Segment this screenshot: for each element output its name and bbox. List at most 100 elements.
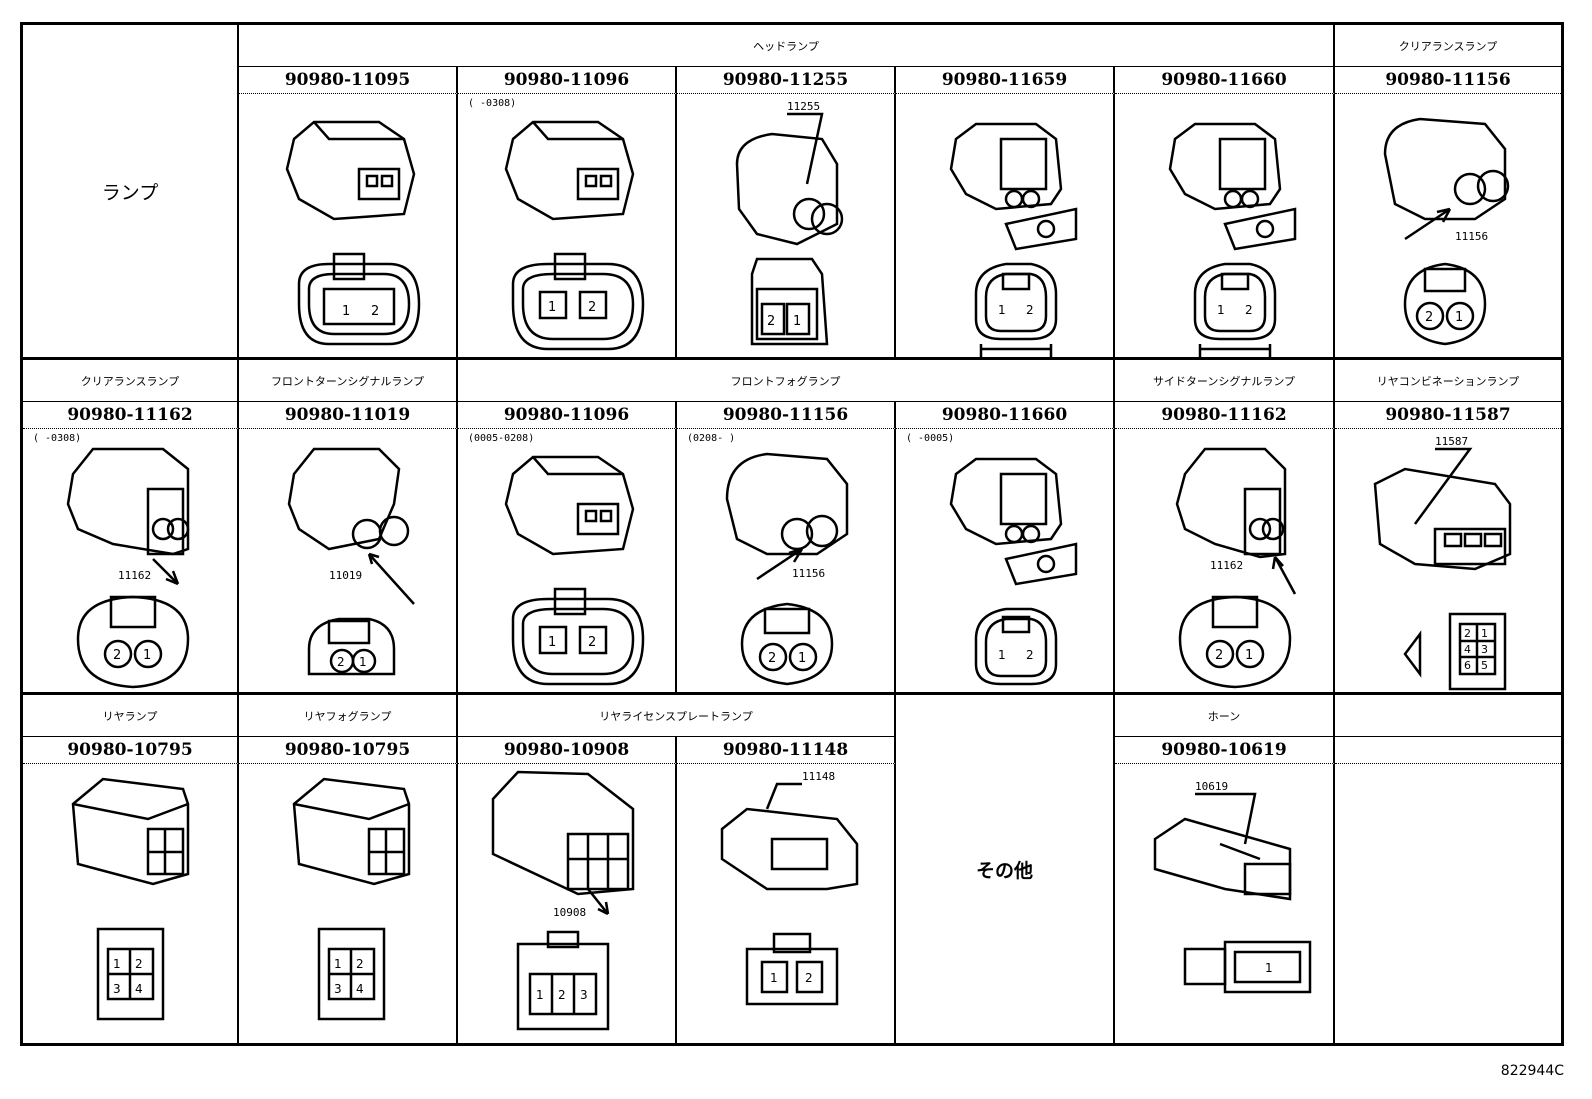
connector-icon: 2 1 [287, 447, 415, 676]
part-number: 90980-11255 [677, 67, 896, 94]
pin-number: 1 [548, 635, 556, 650]
connector-drawing: (0005-0208) 1 2 [458, 429, 677, 695]
callout-label: 11587 [1435, 435, 1469, 448]
header-front-fog-lamp: フロントフォグランプ [458, 360, 1115, 402]
connector-icon: 1 2 [504, 455, 645, 686]
pin-number: 1 [359, 655, 367, 669]
header-clearance-lamp: クリアランスランプ [23, 360, 239, 402]
connector-drawing: 11156 2 1 [1335, 94, 1561, 360]
connector-icon: 2 1 [1383, 117, 1510, 346]
pin-number: 4 [1464, 643, 1471, 656]
connector-drawing: ( -0308) 1 2 [458, 94, 677, 360]
connector-drawing: 1 2 [896, 94, 1115, 360]
callout-label: 11156 [792, 567, 826, 580]
connector-drawing: 1 2 [1115, 94, 1335, 360]
pin-number: 4 [135, 982, 143, 996]
date-range-note: ( -0308) [33, 433, 82, 444]
header-rear-license-plate-lamp: リヤライセンスプレートランプ [458, 695, 896, 737]
header-rear-combination-lamp: リヤコンビネーションランプ [1335, 360, 1561, 402]
part-number: 90980-11096 [458, 67, 677, 94]
connector-icon: 2 1 4 3 6 5 [1373, 447, 1512, 691]
header-horn: ホーン [1115, 695, 1335, 737]
drawing-code: 822944C [1500, 1063, 1564, 1079]
part-number: 90980-10908 [458, 737, 677, 764]
date-range-note: (0005-0208) [468, 433, 535, 444]
pin-number: 1 [1455, 310, 1463, 325]
part-number: 90980-11660 [1115, 67, 1335, 94]
pin-number: 2 [767, 314, 775, 329]
header-front-turn-signal-lamp: フロントターンシグナルランプ [239, 360, 458, 402]
pin-number: 2 [371, 304, 379, 319]
pin-number: 1 [1245, 648, 1253, 663]
connector-icon: 1 2 [1168, 122, 1297, 360]
date-range-note: (0208- ) [687, 433, 736, 444]
part-number: 90980-10619 [1115, 737, 1335, 764]
connector-icon: 1 2 [949, 122, 1078, 360]
connector-icon: 1 2 [504, 120, 645, 351]
connector-icon: 1 2 3 4 [292, 777, 411, 1021]
pin-number: 1 [113, 957, 121, 971]
pin-number: 2 [356, 957, 364, 971]
connector-drawing: 1 2 3 4 [23, 764, 239, 1043]
callout-label: 11148 [802, 770, 836, 783]
pin-number: 5 [1481, 659, 1488, 672]
header-side-turn-signal-lamp: サイドターンシグナルランプ [1115, 360, 1335, 402]
empty-cell [1335, 695, 1561, 1043]
connector-drawing: 10619 1 [1115, 764, 1335, 1043]
part-number: 90980-11162 [23, 402, 239, 429]
connector-drawing: 10908 1 2 3 [458, 764, 677, 1043]
callout-label: 11019 [329, 569, 363, 582]
part-number: 90980-11096 [458, 402, 677, 429]
connector-drawing: 11162 2 1 [1115, 429, 1335, 695]
part-number: 90980-11095 [239, 67, 458, 94]
pin-number: 1 [793, 314, 801, 329]
header-headlamp: ヘッドランプ [239, 25, 1335, 67]
connector-drawing: 1 2 3 4 [239, 764, 458, 1043]
empty-part-number [1335, 737, 1561, 764]
part-number: 90980-11587 [1335, 402, 1561, 429]
pin-number: 3 [1481, 643, 1488, 656]
part-number: 90980-11659 [896, 67, 1115, 94]
part-number: 90980-11660 [896, 402, 1115, 429]
connector-icon: 1 2 [285, 120, 421, 346]
pin-number: 1 [798, 651, 806, 666]
pin-number: 3 [580, 988, 588, 1002]
connector-icon: 1 2 3 4 [71, 777, 190, 1021]
pin-number: 2 [1026, 648, 1034, 662]
part-number: 90980-10795 [23, 737, 239, 764]
empty-header [1335, 695, 1561, 737]
pin-number: 2 [588, 300, 596, 315]
callout-label: 11162 [118, 569, 152, 582]
other-cell: その他 [896, 695, 1115, 1043]
part-number: 90980-11156 [677, 402, 896, 429]
pin-number: 3 [113, 982, 121, 996]
callout-label: 10908 [553, 906, 587, 919]
pin-number: 2 [805, 971, 813, 985]
pin-number: 2 [558, 988, 566, 1002]
pin-number: 1 [998, 648, 1006, 662]
pin-number: 1 [770, 971, 778, 985]
pin-number: 2 [337, 655, 345, 669]
connector-drawing: ( -0005) 1 2 [896, 429, 1115, 695]
pin-number: 2 [1425, 310, 1433, 325]
part-number: 90980-11156 [1335, 67, 1561, 94]
pin-number: 2 [1215, 648, 1223, 663]
connector-table: ランプ ヘッドランプ クリアランスランプ 90980-11095 90980-1… [20, 22, 1564, 1046]
callout-label: 11162 [1210, 559, 1244, 572]
connector-icon: 1 2 [720, 782, 859, 1006]
pin-number: 2 [1026, 303, 1034, 317]
connector-icon: 1 2 3 [491, 770, 635, 1031]
pin-number: 3 [334, 982, 342, 996]
pin-number: 2 [1464, 627, 1471, 640]
header-rear-lamp: リヤランプ [23, 695, 239, 737]
part-number: 90980-11019 [239, 402, 458, 429]
connector-drawing: 11148 1 2 [677, 764, 896, 1043]
date-range-note: ( -0005) [906, 433, 955, 444]
pin-number: 1 [1481, 627, 1488, 640]
connector-icon: 2 1 [1175, 447, 1297, 689]
pin-number: 1 [998, 303, 1006, 317]
row-label-text: ランプ [101, 181, 159, 204]
callout-label: 11156 [1455, 230, 1489, 243]
pin-number: 1 [1217, 303, 1225, 317]
pin-number: 1 [536, 988, 544, 1002]
